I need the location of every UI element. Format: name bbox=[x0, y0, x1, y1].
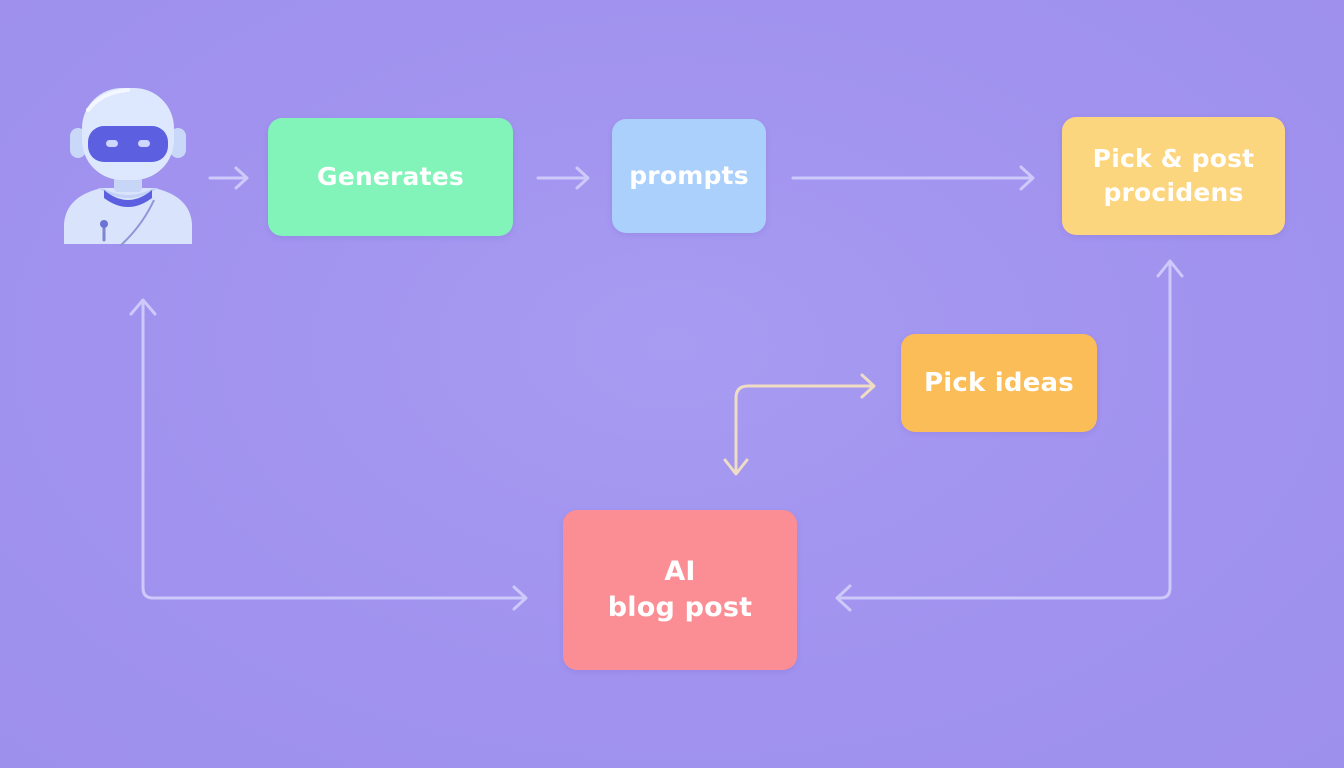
arrow-left-loop bbox=[129, 298, 528, 611]
arrow-generates-to-prompts bbox=[536, 166, 590, 190]
node-generates-label: Generates bbox=[316, 162, 464, 191]
arrow-blog-pick-ideas bbox=[723, 373, 876, 476]
arrow-right-loop bbox=[835, 259, 1184, 612]
node-pick-ideas-label: Pick ideas bbox=[924, 368, 1074, 398]
node-prompts: prompts bbox=[612, 119, 766, 233]
robot-avatar-icon bbox=[64, 88, 192, 247]
node-pick-post: Pick & post procidens bbox=[1062, 117, 1285, 235]
node-pick-post-line2: procidens bbox=[1103, 178, 1244, 207]
arrow-prompts-to-pick-post bbox=[791, 165, 1035, 191]
node-blog-post: AI blog post bbox=[563, 510, 797, 670]
node-pick-ideas: Pick ideas bbox=[901, 334, 1097, 432]
node-pick-post-line1: Pick & post bbox=[1092, 144, 1255, 173]
node-generates: Generates bbox=[268, 118, 513, 236]
node-blog-post-line1: AI bbox=[664, 556, 696, 587]
arrow-robot-to-generates bbox=[208, 166, 249, 190]
node-blog-post-line2: blog post bbox=[607, 592, 753, 623]
node-prompts-label: prompts bbox=[629, 161, 749, 190]
